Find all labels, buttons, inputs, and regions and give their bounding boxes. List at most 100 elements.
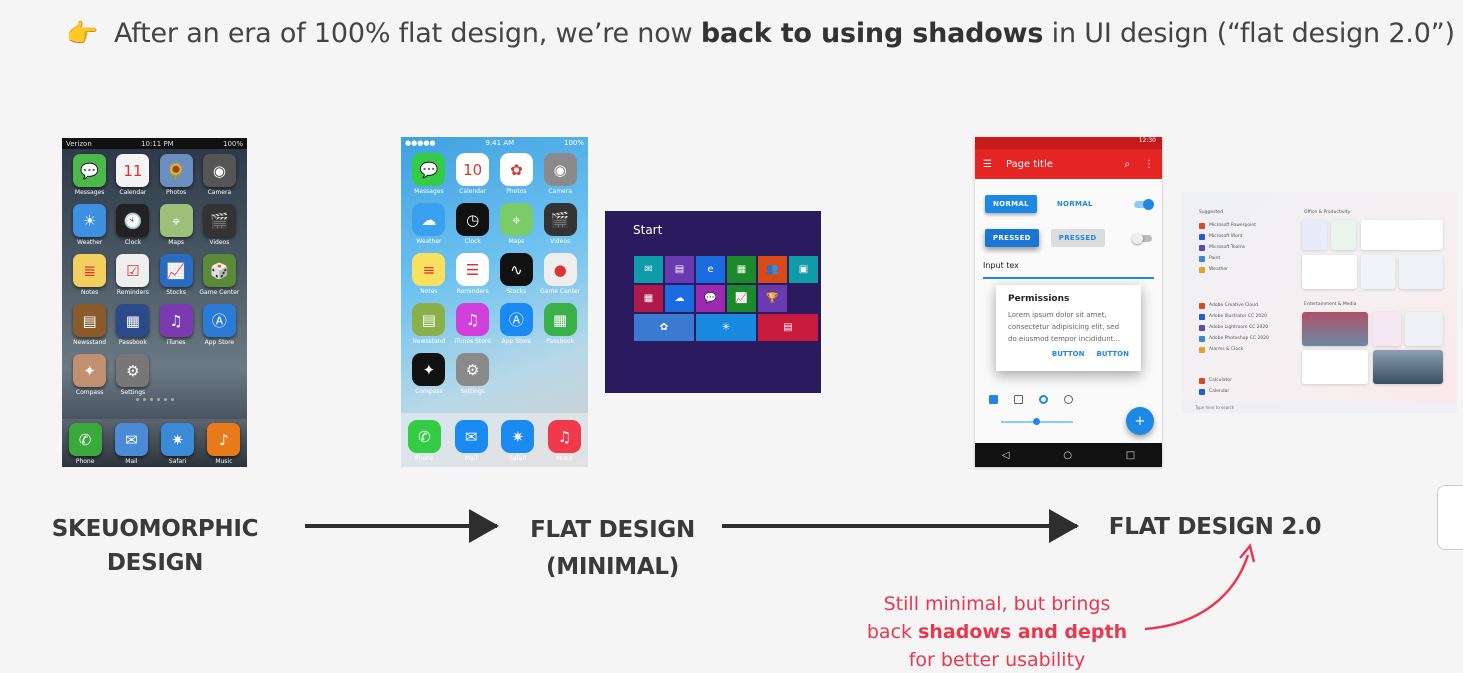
app-icon bbox=[1199, 222, 1205, 229]
ios7-app-newsstand: ▤Newsstand bbox=[407, 303, 451, 345]
app-label: Music bbox=[556, 455, 574, 462]
notes-icon: ≣ bbox=[73, 254, 107, 287]
stocks-icon: 📈 bbox=[159, 254, 193, 287]
app-label: Stocks bbox=[166, 289, 186, 296]
win11-entertainment-label: Entertainment & Media bbox=[1304, 302, 1357, 307]
win11-app-item: Adobe Illustrator CC 2020 bbox=[1199, 311, 1269, 322]
radio-empty-icon bbox=[1064, 395, 1073, 404]
clock-icon: ◷ bbox=[456, 203, 490, 236]
app-label: Mail bbox=[465, 455, 478, 462]
win11-app-item: Alarms & Clock bbox=[1199, 344, 1269, 355]
dialog-title: Permissions bbox=[1008, 294, 1070, 304]
ios6-app-videos: 🎬Videos bbox=[198, 204, 241, 246]
app-icon bbox=[1199, 377, 1205, 384]
battery-label: 100% bbox=[222, 139, 243, 148]
ios6-app-compass: ✦Compass bbox=[68, 354, 111, 396]
calendar-icon: 11 bbox=[116, 154, 150, 187]
app-label: Phone bbox=[75, 458, 95, 465]
windows8-tiles: ✉▤e▦👥▣▦☁💬📈🏆✿☀▤ bbox=[634, 256, 818, 341]
app-label: Reminders bbox=[116, 289, 149, 296]
app-icon bbox=[1199, 346, 1205, 353]
safari-icon: ✷ bbox=[501, 420, 535, 453]
note-line-1: Still minimal, but brings bbox=[883, 593, 1111, 615]
heading-text-pre: After an era of 100% flat design, we’re … bbox=[114, 18, 701, 49]
android-nav-bar: ◁ ○ □ bbox=[975, 443, 1162, 467]
settings-icon: ⚙ bbox=[456, 353, 490, 386]
win11-app-item: Calculator bbox=[1199, 375, 1232, 386]
app-label: Weather bbox=[416, 238, 442, 245]
videos-icon: 🎬 bbox=[202, 204, 236, 237]
compass-icon: ✦ bbox=[73, 354, 107, 387]
weather-icon: ☀ bbox=[73, 204, 107, 237]
win11-search-box: Type here to search bbox=[1195, 404, 1235, 410]
app-label: Calendar bbox=[119, 189, 147, 196]
app-label: App Store bbox=[204, 339, 235, 346]
app-label: Game Center bbox=[199, 289, 240, 296]
permissions-dialog: Permissions Lorem ipsum dolor sit amet, … bbox=[996, 285, 1141, 371]
search-icon: ⌕ bbox=[1124, 158, 1130, 170]
ios7-dock-app-mail: ✉Mail bbox=[448, 420, 495, 467]
win8-tile: ▦ bbox=[727, 256, 756, 283]
win11-edge-tile bbox=[1361, 255, 1395, 289]
selection-controls bbox=[989, 395, 1073, 404]
app-label: Maps bbox=[168, 239, 185, 246]
win8-tile: ▣ bbox=[789, 256, 818, 283]
normal-raised-button: NORMAL bbox=[985, 195, 1037, 213]
app-name: Calendar bbox=[1209, 389, 1230, 394]
time-label: 9:41 AM bbox=[485, 138, 515, 147]
checkbox-checked-icon bbox=[989, 395, 998, 404]
app-name: Microsoft Teams bbox=[1209, 245, 1246, 250]
win11-weather-card bbox=[1373, 350, 1443, 384]
app-icon bbox=[1199, 255, 1205, 262]
phone-icon: ✆ bbox=[68, 423, 102, 456]
app-label: Messages bbox=[414, 188, 444, 195]
win8-tile: 💬 bbox=[696, 285, 725, 312]
win11-app-item: Microsoft Teams bbox=[1199, 242, 1256, 253]
overlay-widget-edge[interactable] bbox=[1437, 485, 1463, 550]
app-label: Settings bbox=[120, 389, 146, 396]
back-icon: ◁ bbox=[1001, 449, 1010, 461]
ios7-app-weather: ☁Weather bbox=[407, 203, 451, 245]
app-icon bbox=[1199, 313, 1205, 320]
maps-icon: ⌖ bbox=[499, 203, 533, 236]
game-center-icon: 🎲 bbox=[202, 254, 236, 287]
stocks-icon: ∿ bbox=[499, 253, 533, 286]
text-input: Input tex bbox=[983, 261, 1154, 279]
win11-app-item: Microsoft Word bbox=[1199, 231, 1256, 242]
app-icon bbox=[1199, 266, 1205, 273]
settings-icon: ⚙ bbox=[116, 354, 150, 387]
app-label: Photos bbox=[506, 188, 527, 195]
ios6-app-photos: 🌻Photos bbox=[155, 154, 198, 196]
app-label: Stocks bbox=[506, 288, 527, 295]
newsstand-icon: ▤ bbox=[73, 304, 107, 337]
app-name: Microsoft Word bbox=[1209, 234, 1243, 239]
win11-taskbar: Type here to search bbox=[1181, 401, 1457, 413]
curved-arrow-icon bbox=[1144, 543, 1256, 631]
ios7-dock: ✆Phone✉Mail✷Safari♫Music bbox=[401, 413, 588, 467]
win8-tile: ▦ bbox=[634, 285, 663, 312]
heading-text-bold: back to using shadows bbox=[700, 18, 1044, 49]
pointing-hand-icon: 👉 bbox=[66, 19, 99, 49]
reminders-icon: ☰ bbox=[456, 253, 490, 286]
phone-icon: ✆ bbox=[407, 420, 441, 453]
app-label: Compass bbox=[415, 388, 443, 395]
calendar-icon: 10 bbox=[456, 153, 490, 186]
ios6-dock-app-mail: ✉Mail bbox=[108, 423, 154, 467]
ios6-app-passbook: ▦Passbook bbox=[111, 304, 154, 346]
ios6-app-game-center: 🎲 Game Center bbox=[198, 254, 241, 296]
flat-design-2-label: FLAT DESIGN 2.0 bbox=[1108, 514, 1322, 540]
app-label: Settings bbox=[460, 388, 485, 395]
ios6-app-stocks: 📈 Stocks bbox=[155, 254, 198, 296]
windows8-start-image: Start ✉▤e▦👥▣▦☁💬📈🏆✿☀▤ bbox=[605, 211, 821, 393]
ios6-app-clock: 🕙Clock bbox=[111, 204, 154, 246]
ios7-dock-app-phone: ✆Phone bbox=[401, 420, 448, 467]
app-name: Microsoft Powerpoint bbox=[1209, 223, 1256, 228]
page-title: Page title bbox=[1005, 158, 1053, 170]
win11-figma-tile bbox=[1373, 312, 1401, 346]
fab-add-icon: + bbox=[1126, 407, 1154, 435]
app-name: Adobe Photoshop CC 2020 bbox=[1209, 336, 1269, 341]
note-line-3: for better usability bbox=[908, 649, 1086, 671]
